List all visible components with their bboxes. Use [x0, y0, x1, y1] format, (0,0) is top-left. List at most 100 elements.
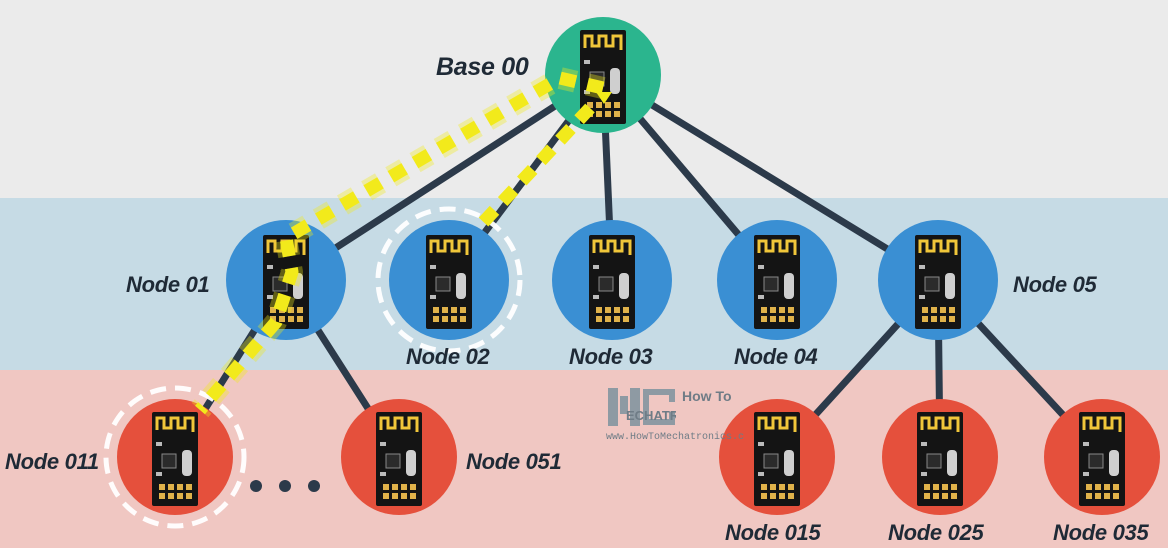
node-base: [545, 17, 661, 133]
chip-n05: [924, 276, 940, 292]
node-n035: [1044, 399, 1160, 515]
pin-n015-13: [788, 493, 794, 499]
smd-a-n04: [758, 265, 764, 269]
pin-n035-10: [1086, 493, 1092, 499]
pin-n015-11: [770, 493, 776, 499]
pin-n051-02: [401, 484, 407, 490]
pin-n04-10: [761, 316, 767, 322]
pin-n05-10: [922, 316, 928, 322]
pin-n025-00: [924, 484, 930, 490]
smd-b-base: [584, 90, 590, 94]
pin-n01-00: [270, 307, 276, 313]
pin-base-00: [587, 102, 593, 108]
pin-base-11: [596, 111, 602, 117]
crystal-n02: [456, 273, 466, 299]
pin-n04-03: [788, 307, 794, 313]
pin-n025-10: [924, 493, 930, 499]
pin-n015-10: [761, 493, 767, 499]
smd-b-n025: [921, 472, 927, 476]
pin-n015-12: [779, 493, 785, 499]
pin-n015-01: [770, 484, 776, 490]
pin-n01-03: [297, 307, 303, 313]
pin-n051-12: [401, 493, 407, 499]
mechatronics-logo-icon: ECHATRONICS: [608, 388, 676, 426]
pin-n025-13: [951, 493, 957, 499]
antenna-n011: [155, 416, 195, 432]
smd-b-n05: [919, 295, 925, 299]
pin-n025-03: [951, 484, 957, 490]
pin-n011-02: [177, 484, 183, 490]
label-node-05: Node 05: [1013, 272, 1097, 297]
pin-n05-03: [949, 307, 955, 313]
smd-a-n05: [919, 265, 925, 269]
smd-a-n051: [380, 442, 386, 446]
label-node-035: Node 035: [1053, 520, 1149, 545]
label-base-00: Base 00: [436, 53, 529, 81]
pin-n03-11: [605, 316, 611, 322]
pin-n035-00: [1086, 484, 1092, 490]
pin-n011-13: [186, 493, 192, 499]
chip-n051: [385, 453, 401, 469]
pin-n025-12: [942, 493, 948, 499]
antenna-n035: [1082, 416, 1122, 432]
pin-n05-12: [940, 316, 946, 322]
smd-a-n03: [593, 265, 599, 269]
pin-n015-02: [779, 484, 785, 490]
pin-n02-11: [442, 316, 448, 322]
pin-n02-13: [460, 316, 466, 322]
smd-b-n02: [430, 295, 436, 299]
pin-base-01: [596, 102, 602, 108]
pin-base-13: [614, 111, 620, 117]
antenna-n051: [379, 416, 419, 432]
link-base-n05: [599, 71, 942, 284]
pin-n01-10: [270, 316, 276, 322]
pin-n04-02: [779, 307, 785, 313]
chip-n02: [435, 276, 451, 292]
pin-n03-00: [596, 307, 602, 313]
smd-b-n04: [758, 295, 764, 299]
smd-a-n035: [1083, 442, 1089, 446]
pin-n051-11: [392, 493, 398, 499]
pin-n035-02: [1104, 484, 1110, 490]
pin-base-12: [605, 111, 611, 117]
pin-n011-03: [186, 484, 192, 490]
watermark-url: www.HowToMechatronics.c: [606, 432, 745, 443]
pin-n035-11: [1095, 493, 1101, 499]
smd-a-n011: [156, 442, 162, 446]
crystal-base: [610, 68, 620, 94]
pin-n05-11: [931, 316, 937, 322]
pin-n051-10: [383, 493, 389, 499]
path-dashes: [195, 71, 605, 415]
pin-n01-02: [288, 307, 294, 313]
antenna-n03: [592, 239, 632, 255]
pin-n051-13: [410, 493, 416, 499]
crystal-n015: [784, 450, 794, 476]
smd-a-n01: [267, 265, 273, 269]
ring-n011: [103, 385, 247, 529]
pin-n01-12: [288, 316, 294, 322]
pin-base-03: [614, 102, 620, 108]
node-n051: [341, 399, 457, 515]
antenna-base: [583, 34, 623, 50]
pin-n04-01: [770, 307, 776, 313]
label-node-01: Node 01: [126, 272, 210, 297]
ring-n02: [375, 206, 523, 354]
pin-n05-01: [931, 307, 937, 313]
pin-n02-10: [433, 316, 439, 322]
node-n04: [717, 220, 837, 340]
pin-n01-13: [297, 316, 303, 322]
label-node-04: Node 04: [734, 344, 818, 369]
pin-n04-00: [761, 307, 767, 313]
more-nodes-ellipsis: [250, 480, 320, 492]
pin-n02-12: [451, 316, 457, 322]
label-node-011: Node 011: [5, 449, 99, 474]
crystal-n011: [182, 450, 192, 476]
node-n015: [719, 399, 835, 515]
message-path: [191, 67, 612, 418]
smd-a-n015: [758, 442, 764, 446]
pin-n051-00: [383, 484, 389, 490]
node-n05: [878, 220, 998, 340]
ellipsis-dot-1: [279, 480, 291, 492]
